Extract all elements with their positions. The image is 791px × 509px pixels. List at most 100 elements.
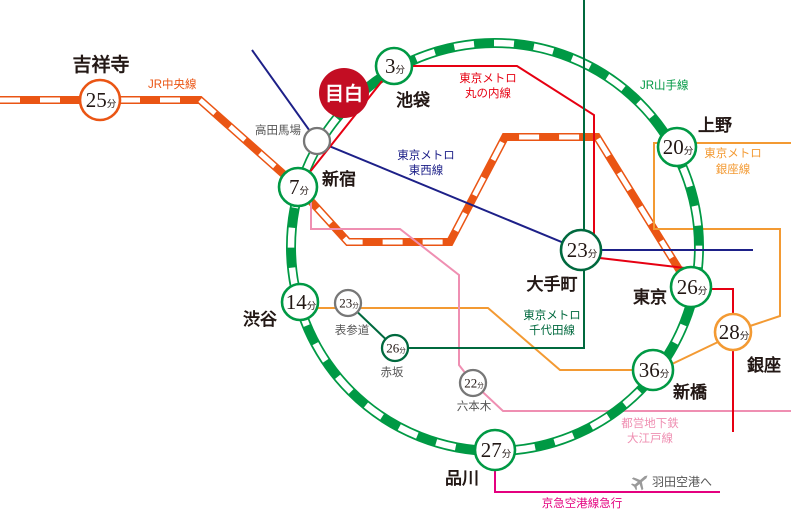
- line-label-oedo-name: 大江戸線: [627, 431, 673, 445]
- time-otemachi: 23分: [567, 238, 598, 262]
- station-markers: [78, 46, 753, 472]
- station-marker-akasaka[interactable]: [380, 333, 410, 363]
- station-marker-ueno[interactable]: [656, 126, 698, 168]
- line-label-ginza-operator: 東京メトロ: [704, 146, 762, 160]
- airport-label: 羽田空港へ: [652, 475, 712, 489]
- station-marker-otemachi[interactable]: [559, 228, 603, 272]
- minutes-unit: 分: [352, 301, 359, 310]
- station-name-shimbashi: 新橋: [673, 382, 708, 402]
- station-name-shibuya: 渋谷: [243, 309, 278, 329]
- station-marker-ginza[interactable]: [713, 312, 753, 352]
- minutes-value: 27: [481, 438, 502, 462]
- minutes-value: 26: [386, 341, 400, 356]
- station-name-takadanobaba: 高田馬場: [255, 123, 301, 137]
- minutes-unit: 分: [660, 369, 670, 380]
- station-names: 吉祥寺 池袋 高田馬場 新宿 上野 大手町 東京 銀座 新橋 品川 渋谷 表参道…: [72, 53, 781, 488]
- station-marker-takadanobaba[interactable]: [302, 126, 332, 156]
- line-labels: JR中央線 JR山手線 東京メトロ 丸の内線 東京メトロ 東西線 東京メトロ 銀…: [148, 71, 762, 509]
- time-omotesando: 23分: [339, 296, 359, 311]
- station-marker-ikebukuro[interactable]: [374, 46, 414, 86]
- line-label-oedo-operator: 都営地下鉄: [621, 416, 679, 430]
- line-label-yamanote: JR山手線: [640, 78, 689, 92]
- line-label-chiyoda: 東京メトロ 千代田線: [523, 308, 581, 337]
- minutes-unit: 分: [395, 65, 405, 76]
- station-name-kichijoji: 吉祥寺: [72, 53, 129, 76]
- time-ikebukuro: 3分: [385, 54, 406, 78]
- minutes-value: 3: [385, 54, 396, 78]
- minutes-unit: 分: [299, 186, 309, 197]
- station-marker-tokyo[interactable]: [669, 265, 713, 309]
- line-label-chiyoda-name: 千代田線: [529, 323, 575, 337]
- station-name-roppongi: 六本木: [457, 399, 492, 413]
- minutes-value: 23: [567, 238, 588, 262]
- station-marker-roppongi[interactable]: [458, 368, 488, 398]
- station-name-shinagawa: 品川: [445, 469, 479, 488]
- origin-station-name: 目白: [325, 82, 363, 105]
- minutes-unit: 分: [698, 286, 708, 297]
- line-label-ginza-name: 銀座線: [716, 162, 751, 176]
- oedo-line: [310, 200, 791, 412]
- minutes-unit: 分: [740, 331, 750, 342]
- line-label-tozai: 東京メトロ 東西線: [397, 148, 455, 177]
- station-name-ginza: 銀座: [747, 355, 781, 375]
- station-marker-shibuya[interactable]: [280, 282, 320, 322]
- station-marker-shinagawa[interactable]: [473, 428, 517, 472]
- station-marker-shinjuku[interactable]: [277, 166, 319, 208]
- minutes-unit: 分: [477, 381, 484, 390]
- station-name-omotesando: 表参道: [335, 323, 370, 337]
- line-label-marunouchi-name: 丸の内線: [465, 86, 511, 100]
- ginza-line-west: [300, 307, 640, 371]
- station-marker-kichijoji[interactable]: [78, 78, 122, 122]
- chuo-line-dashes: [0, 97, 691, 286]
- keikyu-line: [494, 468, 720, 493]
- minutes-value: 36: [639, 358, 660, 382]
- time-akasaka: 26分: [386, 341, 406, 356]
- minutes-value: 28: [719, 320, 740, 344]
- line-label-marunouchi-operator: 東京メトロ: [459, 71, 517, 85]
- chiyoda-line: [347, 0, 585, 349]
- time-shinjuku: 7分: [289, 175, 310, 199]
- minutes-unit: 分: [588, 249, 598, 260]
- station-marker-omotesando[interactable]: [333, 288, 363, 318]
- minutes-value: 22: [464, 376, 477, 391]
- line-label-oedo: 都営地下鉄 大江戸線: [621, 416, 679, 445]
- minutes-value: 7: [289, 175, 300, 199]
- time-shinagawa: 27分: [481, 438, 512, 462]
- time-shibuya: 14分: [286, 290, 317, 314]
- station-name-otemachi: 大手町: [527, 274, 578, 294]
- line-label-ginza: 東京メトロ 銀座線: [704, 146, 762, 176]
- minutes-value: 26: [677, 275, 698, 299]
- marunouchi-line-south: [705, 288, 734, 432]
- minutes-unit: 分: [502, 449, 512, 460]
- minutes-unit: 分: [399, 346, 406, 355]
- minutes-value: 23: [339, 296, 352, 311]
- time-ueno: 20分: [663, 135, 694, 159]
- line-label-keikyu: 京急空港線急行: [542, 496, 623, 509]
- station-name-akasaka: 赤坂: [381, 366, 404, 379]
- minutes-value: 25: [86, 88, 107, 112]
- time-shimbashi: 36分: [639, 358, 670, 382]
- ginza-line-ginza-shimbashi: [671, 341, 719, 365]
- origin-station-marker[interactable]: [319, 68, 369, 118]
- minutes-unit: 分: [307, 301, 317, 312]
- time-ginza: 28分: [719, 320, 750, 344]
- airport-direction: 羽田空港へ: [631, 475, 712, 491]
- time-roppongi: 22分: [464, 376, 484, 391]
- minutes-unit: 分: [684, 146, 694, 157]
- jr-chuo-line: [0, 96, 692, 287]
- time-kichijoji: 25分: [86, 88, 117, 112]
- line-label-tozai-name: 東西線: [409, 163, 444, 177]
- station-marker-shimbashi[interactable]: [631, 348, 675, 392]
- line-label-marunouchi: 東京メトロ 丸の内線: [459, 71, 517, 100]
- airplane-icon: [631, 475, 648, 491]
- station-name-ikebukuro: 池袋: [396, 90, 431, 110]
- tozai-line: [251, 49, 753, 251]
- line-label-chuo: JR中央線: [148, 77, 197, 91]
- minutes-value: 14: [286, 290, 308, 314]
- line-label-chiyoda-operator: 東京メトロ: [523, 308, 581, 322]
- time-tokyo: 26分: [677, 275, 708, 299]
- minutes-unit: 分: [107, 99, 117, 110]
- station-name-shinjuku: 新宿: [322, 169, 356, 189]
- travel-times: 25分 3分 7分 20分 23分 26分 28分 36分 27分 14分 23…: [86, 54, 750, 462]
